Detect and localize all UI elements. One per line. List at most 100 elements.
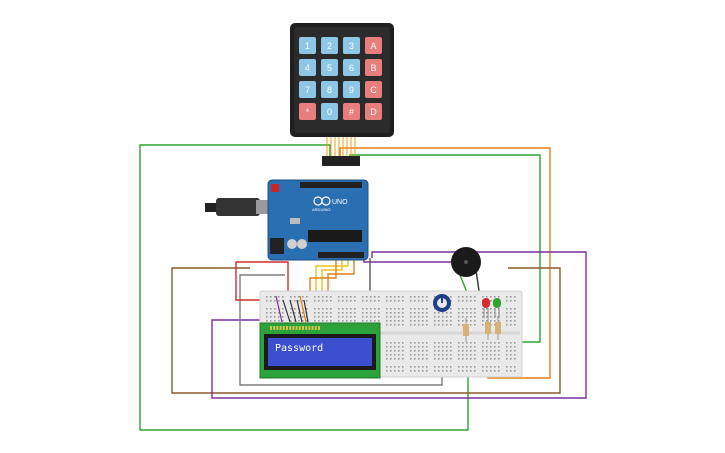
keypad-key[interactable] — [343, 59, 360, 76]
breadboard-hole — [386, 320, 388, 322]
breadboard-hole — [386, 312, 388, 314]
breadboard-hole — [486, 358, 488, 360]
breadboard-hole — [494, 366, 496, 368]
breadboard-hole — [410, 324, 412, 326]
breadboard-hole — [466, 370, 468, 372]
keypad-key-label: * — [306, 107, 310, 117]
breadboard-hole — [446, 312, 448, 314]
breadboard-hole — [402, 366, 404, 368]
breadboard-hole — [314, 316, 316, 318]
keypad-key-label: 2 — [327, 41, 332, 51]
breadboard-hole — [482, 324, 484, 326]
breadboard-hole — [354, 316, 356, 318]
breadboard-hole — [414, 370, 416, 372]
keypad-key[interactable] — [365, 59, 382, 76]
lcd-pin — [270, 326, 272, 330]
breadboard-hole — [390, 300, 392, 302]
breadboard-hole — [498, 342, 500, 344]
lcd-pin — [286, 326, 288, 330]
lcd-pin — [311, 326, 314, 330]
lcd-module: Password — [259, 322, 381, 379]
breadboard-hole — [470, 354, 472, 356]
breadboard-hole — [330, 300, 332, 302]
keypad-header — [322, 156, 360, 166]
breadboard-hole — [422, 370, 424, 372]
keypad-key[interactable] — [365, 37, 382, 54]
breadboard-hole — [450, 366, 452, 368]
resistor — [485, 316, 491, 340]
breadboard-hole — [398, 312, 400, 314]
breadboard-hole — [514, 300, 516, 302]
breadboard-hole — [346, 312, 348, 314]
keypad-key[interactable] — [321, 59, 338, 76]
breadboard-hole — [414, 346, 416, 348]
breadboard-hole — [294, 320, 296, 322]
breadboard-hole — [474, 316, 476, 318]
breadboard-hole — [398, 354, 400, 356]
breadboard-hole — [422, 312, 424, 314]
breadboard-hole — [370, 308, 372, 310]
breadboard-hole — [506, 312, 508, 314]
keypad-key[interactable] — [365, 81, 382, 98]
breadboard-hole — [446, 346, 448, 348]
breadboard-hole — [438, 324, 440, 326]
breadboard-hole — [462, 366, 464, 368]
breadboard-hole — [298, 300, 300, 302]
breadboard-hole — [386, 324, 388, 326]
lcd-pin — [295, 326, 298, 330]
breadboard-hole — [346, 308, 348, 310]
breadboard-hole — [398, 324, 400, 326]
breadboard-hole — [426, 350, 428, 352]
breadboard-hole — [498, 370, 500, 372]
breadboard-hole — [474, 308, 476, 310]
breadboard-hole — [366, 316, 368, 318]
breadboard-hole — [490, 358, 492, 360]
lcd-pin — [276, 326, 279, 330]
breadboard-hole — [374, 308, 376, 310]
breadboard-hole — [418, 358, 420, 360]
breadboard-hole — [390, 342, 392, 344]
breadboard-hole — [486, 354, 488, 356]
breadboard-hole — [270, 300, 272, 302]
breadboard-hole — [318, 300, 320, 302]
breadboard-hole — [446, 366, 448, 368]
keypad-key[interactable] — [299, 103, 316, 120]
breadboard-hole — [434, 320, 436, 322]
keypad-key[interactable] — [343, 37, 360, 54]
breadboard-hole — [466, 308, 468, 310]
breadboard-hole — [402, 358, 404, 360]
breadboard-hole — [462, 346, 464, 348]
breadboard-hole — [338, 320, 340, 322]
breadboard-hole — [470, 296, 472, 298]
breadboard-hole — [378, 300, 380, 302]
keypad-key[interactable] — [365, 103, 382, 120]
breadboard-hole — [390, 316, 392, 318]
breadboard-hole — [314, 296, 316, 298]
breadboard-hole — [510, 366, 512, 368]
breadboard-hole — [486, 308, 488, 310]
breadboard-hole — [442, 346, 444, 348]
breadboard-hole — [510, 300, 512, 302]
keypad-key[interactable] — [299, 81, 316, 98]
breadboard-hole — [362, 316, 364, 318]
breadboard-hole — [498, 354, 500, 356]
breadboard-hole — [342, 300, 344, 302]
breadboard-hole — [414, 324, 416, 326]
keypad-key[interactable] — [299, 59, 316, 76]
keypad-key[interactable] — [321, 37, 338, 54]
breadboard-hole — [506, 346, 508, 348]
keypad-key[interactable] — [321, 103, 338, 120]
breadboard-hole — [394, 320, 396, 322]
keypad-key[interactable] — [343, 103, 360, 120]
lcd-pin — [273, 326, 276, 330]
keypad-key[interactable] — [321, 81, 338, 98]
keypad-key[interactable] — [299, 37, 316, 54]
breadboard-hole — [474, 346, 476, 348]
breadboard-hole — [446, 370, 448, 372]
keypad-key[interactable] — [343, 81, 360, 98]
breadboard-hole — [514, 354, 516, 356]
breadboard-hole — [374, 312, 376, 314]
breadboard-hole — [386, 342, 388, 344]
breadboard-hole — [410, 354, 412, 356]
breadboard-hole — [450, 312, 452, 314]
